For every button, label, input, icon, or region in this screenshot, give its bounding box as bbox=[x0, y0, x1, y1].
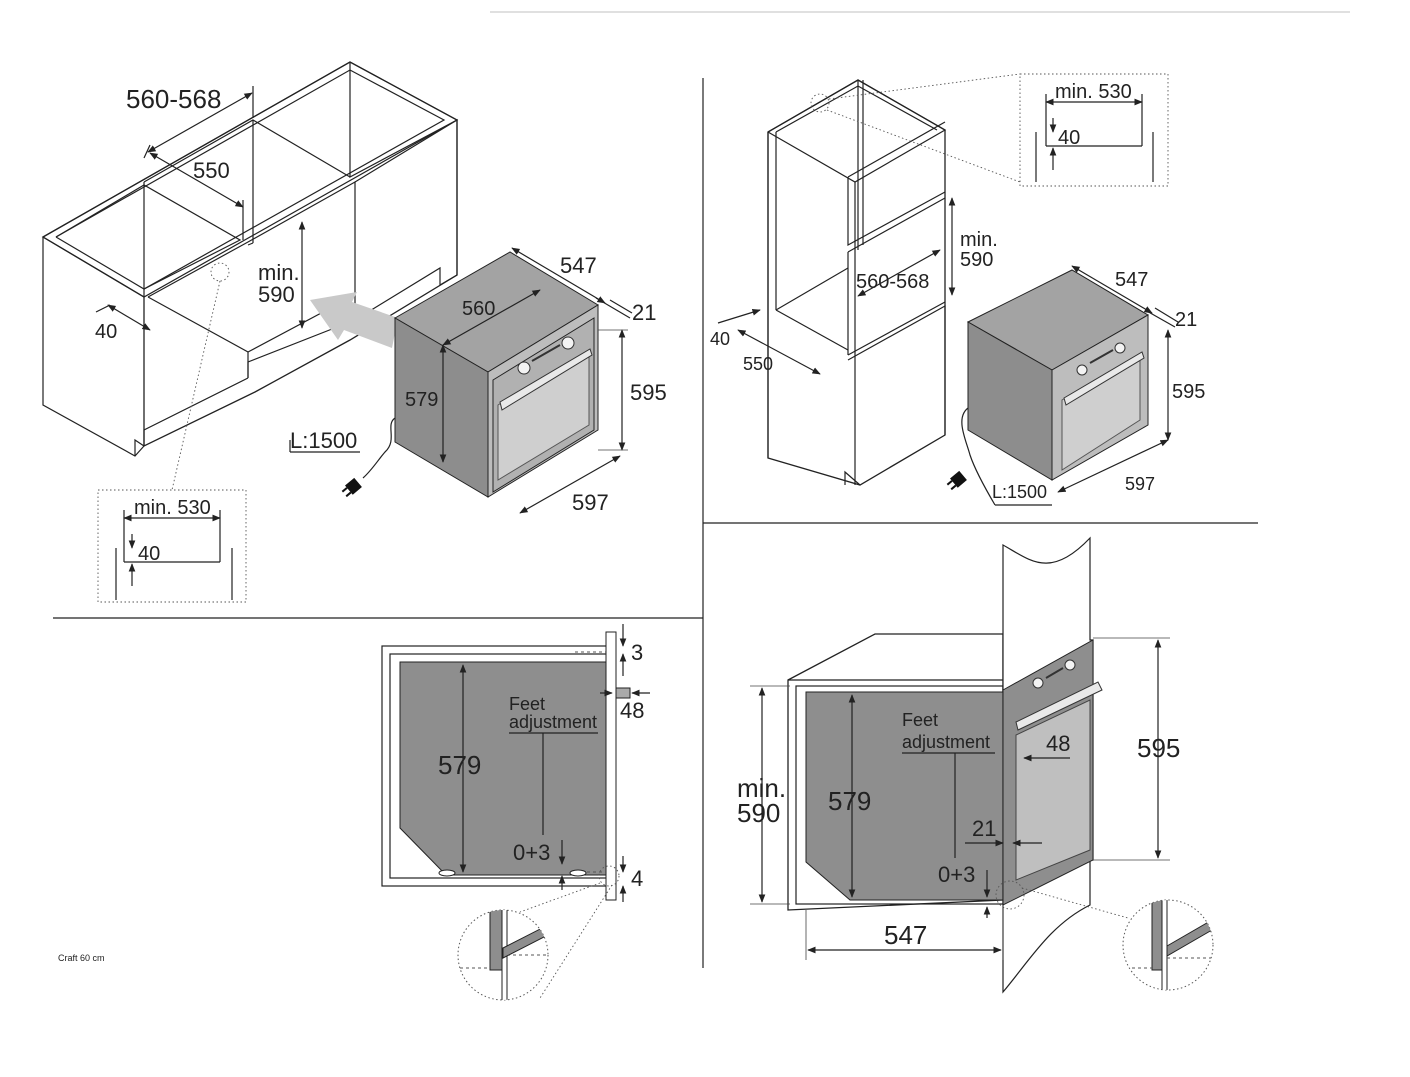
label-550-top: 550 bbox=[193, 158, 230, 183]
label-21-right: 21 bbox=[1175, 309, 1197, 331]
plug-icon bbox=[946, 470, 967, 491]
label-0-3-side: 0+3 bbox=[513, 840, 550, 865]
label-547-right: 547 bbox=[1115, 269, 1148, 291]
detail-circle-left bbox=[457, 909, 549, 1001]
dim-560-568: 560-568 bbox=[126, 84, 254, 159]
panel-dividers bbox=[53, 78, 1258, 968]
label-min-right: min. bbox=[960, 229, 998, 251]
detail-circle-right bbox=[1122, 899, 1214, 991]
label-4-side: 4 bbox=[631, 866, 643, 891]
label-feet-tall-2: adjustment bbox=[902, 732, 990, 752]
insert-arrow bbox=[310, 292, 398, 348]
label-min-left: min. bbox=[258, 260, 300, 285]
label-feet-1: Feet bbox=[509, 694, 545, 714]
plug-icon bbox=[341, 477, 362, 498]
label-feet-2: adjustment bbox=[509, 712, 597, 732]
label-547-tall: 547 bbox=[884, 920, 927, 950]
panel-side-section: 579 Feet adjustment 0+3 3 48 4 bbox=[381, 624, 650, 1001]
label-590-tall: 590 bbox=[737, 798, 780, 828]
panel-under-counter: 560-568 550 min. 590 40 bbox=[41, 61, 667, 603]
panel-tall-cabinet: min. 590 560-568 40 550 547 21 bbox=[710, 73, 1205, 506]
dim-oven-left: 547 21 560 579 595 597 bbox=[405, 247, 667, 515]
label-595-tall: 595 bbox=[1137, 733, 1180, 763]
label-40-left: 40 bbox=[95, 321, 117, 343]
label-3-side: 3 bbox=[631, 640, 643, 665]
panel-side-section-tall: min. 590 579 Feet adjustment 48 21 0+3 5… bbox=[737, 536, 1214, 994]
label-597-right: 597 bbox=[1125, 474, 1155, 494]
label-579-tall: 579 bbox=[828, 786, 871, 816]
label-550-right: 550 bbox=[743, 354, 773, 374]
model-caption: Craft 60 cm bbox=[58, 953, 105, 963]
label-cable-right: L:1500 bbox=[992, 482, 1047, 502]
detail-min-530-left: min. 530 40 bbox=[97, 489, 247, 603]
label-min-tall: min. bbox=[737, 773, 786, 803]
base-cabinet bbox=[41, 61, 459, 491]
label-579-left: 579 bbox=[405, 389, 438, 411]
label-40-right: 40 bbox=[710, 329, 730, 349]
label-min530-left: min. 530 bbox=[134, 497, 211, 519]
label-547-left: 547 bbox=[560, 253, 597, 278]
label-560-568: 560-568 bbox=[126, 84, 221, 114]
power-cable-right: L:1500 bbox=[946, 407, 1052, 506]
label-560-oven: 560 bbox=[462, 298, 495, 320]
label-595-left: 595 bbox=[630, 380, 667, 405]
label-40-detail-left: 40 bbox=[138, 543, 160, 565]
dims-oven-right: 547 21 595 597 bbox=[1057, 265, 1205, 494]
dims-tall-cabinet: min. 590 560-568 40 550 bbox=[710, 197, 998, 375]
label-579-side: 579 bbox=[438, 750, 481, 780]
oven-right bbox=[966, 269, 1149, 481]
label-595-right: 595 bbox=[1172, 381, 1205, 403]
dim-550: 550 bbox=[149, 152, 244, 240]
detail-min-530-right: min. 530 40 bbox=[1019, 73, 1169, 187]
label-48-side: 48 bbox=[620, 698, 644, 723]
label-590-right: 590 bbox=[960, 249, 993, 271]
tall-cabinet bbox=[767, 73, 1021, 486]
label-590-left: 590 bbox=[258, 282, 295, 307]
label-48-tall: 48 bbox=[1046, 731, 1070, 756]
label-min530-right: min. 530 bbox=[1055, 81, 1132, 103]
power-cable-left: L:1500 bbox=[289, 417, 396, 498]
label-597-left: 597 bbox=[572, 490, 609, 515]
dim-40-left: 40 bbox=[95, 304, 151, 343]
label-feet-tall-1: Feet bbox=[902, 710, 938, 730]
label-40-detail-right: 40 bbox=[1058, 127, 1080, 149]
label-21-left: 21 bbox=[632, 300, 656, 325]
label-0-3-tall: 0+3 bbox=[938, 862, 975, 887]
label-560-568-right: 560-568 bbox=[856, 271, 929, 293]
dim-min-590-left: min. 590 bbox=[258, 221, 306, 329]
label-cable-left: L:1500 bbox=[290, 428, 357, 453]
label-21-tall: 21 bbox=[972, 816, 996, 841]
